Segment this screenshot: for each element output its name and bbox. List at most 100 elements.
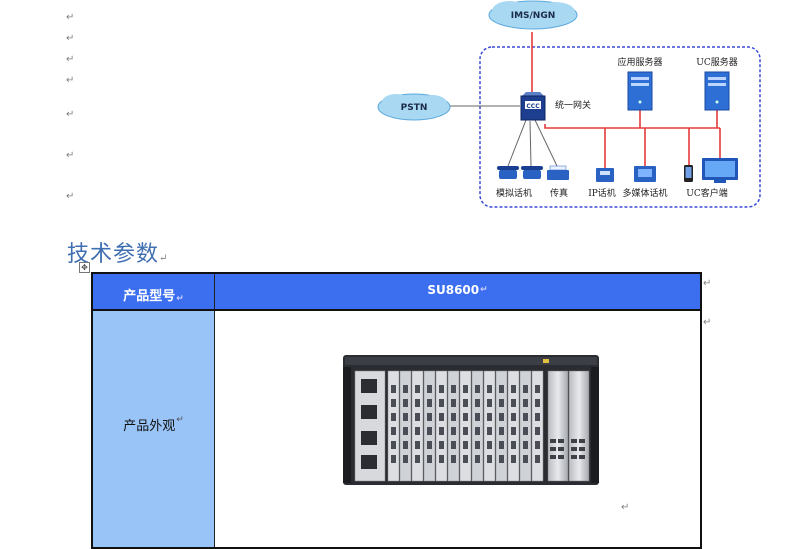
slot-port xyxy=(535,413,540,421)
slot-port xyxy=(499,385,504,393)
slot-card xyxy=(387,370,400,482)
slot-card xyxy=(411,370,424,482)
slot-port xyxy=(451,441,456,449)
analog-phone-icon xyxy=(497,166,519,179)
server-label: 应用服务器 xyxy=(617,56,662,68)
slot-port xyxy=(463,399,468,407)
slot-card xyxy=(483,370,496,482)
product-image xyxy=(343,355,599,485)
slot-port xyxy=(391,441,396,449)
slot-port xyxy=(487,399,492,407)
paragraph-mark: ↵ xyxy=(66,150,75,161)
slot-port xyxy=(475,427,480,435)
slot-port xyxy=(499,413,504,421)
network-diagram: IMS/NGN PSTN CCC 统一网关 应用服务器 UC服务器 xyxy=(377,0,761,208)
slot-port xyxy=(451,385,456,393)
slot-port xyxy=(415,441,420,449)
cloud-ims-ngn: IMS/NGN xyxy=(488,0,578,30)
slot-port xyxy=(403,399,408,407)
slot-card xyxy=(459,370,472,482)
gateway-icon: CCC xyxy=(520,92,546,121)
table-header-row: 产品型号↵ SU8600↵ xyxy=(91,272,702,311)
slot-port xyxy=(427,413,432,421)
device-label: 多媒体话机 xyxy=(622,187,667,199)
slot-port xyxy=(475,399,480,407)
slot-card xyxy=(399,370,412,482)
slot-port xyxy=(439,427,444,435)
paragraph-mark: ↵ xyxy=(66,191,75,202)
slot-card xyxy=(447,370,460,482)
slot-port xyxy=(427,455,432,463)
slot-port xyxy=(403,413,408,421)
paragraph-mark: ↵ xyxy=(703,278,712,289)
header-label: 产品型号 xyxy=(123,289,176,304)
device-label: IP话机 xyxy=(588,187,616,199)
slot-port xyxy=(511,399,516,407)
slot-port xyxy=(511,427,516,435)
slot-card xyxy=(471,370,484,482)
model-name: SU8600 xyxy=(427,282,480,297)
slot-port xyxy=(391,413,396,421)
slot-port xyxy=(511,455,516,463)
slot-port xyxy=(427,441,432,449)
slot-port xyxy=(523,455,528,463)
slot-card xyxy=(507,370,520,482)
slot-port xyxy=(511,385,516,393)
slot-port xyxy=(535,399,540,407)
server-icon xyxy=(627,71,653,111)
paragraph-mark: ↵ xyxy=(703,317,712,328)
paragraph-mark: ↵ xyxy=(66,54,75,65)
server-icon xyxy=(704,71,730,111)
slot-port xyxy=(415,385,420,393)
device-label: 传真 xyxy=(550,187,568,199)
slot-port xyxy=(427,399,432,407)
slot-port xyxy=(415,427,420,435)
slot-port xyxy=(475,413,480,421)
slot-card xyxy=(435,370,448,482)
slot-port xyxy=(439,455,444,463)
row-label-cell: 产品外观↵ xyxy=(93,311,215,547)
slot-card xyxy=(495,370,508,482)
slot-port xyxy=(391,427,396,435)
cloud-label: PSTN xyxy=(401,103,428,113)
device-label: UC客户端 xyxy=(686,187,727,199)
slot-port xyxy=(523,427,528,435)
slot-port xyxy=(523,441,528,449)
slot-port xyxy=(463,385,468,393)
slot-port xyxy=(523,385,528,393)
slot-port xyxy=(463,413,468,421)
paragraph-mark: ↵ xyxy=(159,253,168,264)
ip-phone-icon xyxy=(596,168,614,182)
slot-port xyxy=(451,427,456,435)
slot-port xyxy=(523,399,528,407)
slot-port xyxy=(391,399,396,407)
slot-port xyxy=(499,455,504,463)
monitor-icon xyxy=(702,158,738,183)
slot-port xyxy=(451,399,456,407)
server-label: UC服务器 xyxy=(696,56,737,68)
slot-port xyxy=(499,427,504,435)
analog-phone-icon xyxy=(521,166,543,179)
cloud-pstn: PSTN xyxy=(377,93,451,121)
slot-port xyxy=(403,455,408,463)
paragraph-mark: ↵ xyxy=(66,75,75,86)
slot-port xyxy=(391,385,396,393)
table-move-handle-icon[interactable]: ✥ xyxy=(79,262,90,273)
slot-port xyxy=(451,413,456,421)
slot-port xyxy=(475,385,480,393)
slot-port xyxy=(403,441,408,449)
slot-card xyxy=(519,370,532,482)
svg-text:CCC: CCC xyxy=(526,103,540,110)
slot-port xyxy=(523,413,528,421)
slot-port xyxy=(487,413,492,421)
slot-port xyxy=(487,385,492,393)
slot-port xyxy=(535,427,540,435)
slot-port xyxy=(439,399,444,407)
slot-card xyxy=(531,370,544,482)
slot-port xyxy=(475,441,480,449)
fax-icon xyxy=(547,165,569,180)
slot-port xyxy=(439,385,444,393)
slot-port xyxy=(535,441,540,449)
header-value-cell: SU8600↵ xyxy=(215,274,700,309)
paragraph-mark: ↵ xyxy=(621,502,630,513)
